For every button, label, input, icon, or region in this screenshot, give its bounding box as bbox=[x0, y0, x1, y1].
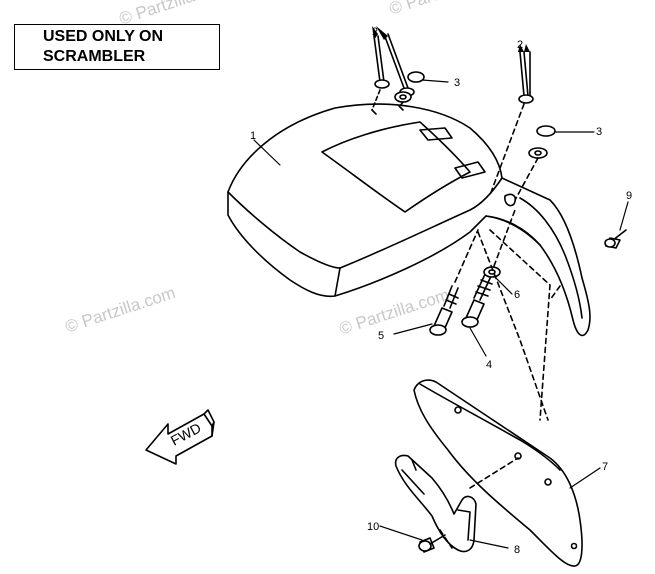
callout-3-right: 3 bbox=[596, 126, 602, 138]
bolt-10-assembly bbox=[418, 534, 446, 553]
callout-2-right: 2 bbox=[517, 39, 523, 51]
front-fender bbox=[227, 103, 591, 337]
bolt-pair-left bbox=[371, 33, 425, 111]
callout-7: 7 bbox=[602, 461, 608, 473]
bolt-5-assembly bbox=[429, 229, 479, 336]
callout-1: 1 bbox=[250, 130, 256, 142]
callout-5: 5 bbox=[378, 330, 384, 342]
callout-9: 9 bbox=[626, 190, 632, 202]
note-line-2: SCRAMBLER bbox=[43, 48, 146, 65]
bolt-pair-right bbox=[489, 51, 556, 201]
callout-4: 4 bbox=[486, 359, 492, 371]
scrambler-note-box: USED ONLY ON SCRAMBLER bbox=[14, 24, 220, 70]
callout-10: 10 bbox=[367, 521, 379, 533]
bracket bbox=[394, 454, 519, 553]
number-plate bbox=[413, 379, 583, 567]
leader-lines bbox=[253, 79, 629, 549]
callout-2-left: 2 bbox=[372, 26, 378, 38]
note-line-1: USED ONLY ON bbox=[43, 28, 164, 45]
callout-8: 8 bbox=[514, 544, 520, 556]
screw-9-assembly bbox=[604, 229, 627, 249]
callout-6: 6 bbox=[514, 289, 520, 301]
forward-arrow bbox=[145, 409, 215, 465]
callout-3-left: 3 bbox=[454, 77, 460, 89]
guide-line-plate bbox=[489, 229, 551, 421]
